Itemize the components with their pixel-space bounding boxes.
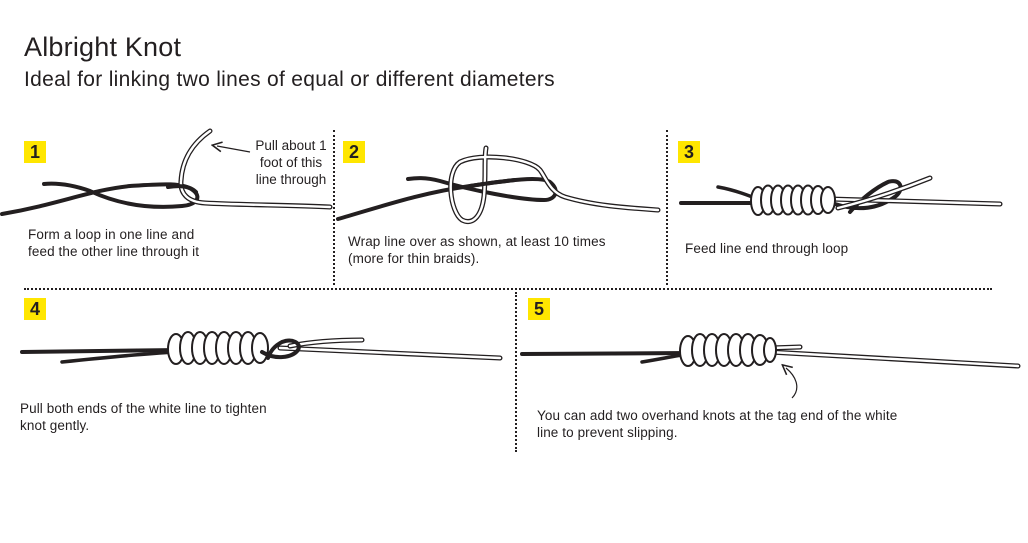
step-4-badge: 4 (24, 298, 46, 320)
step-5-caption: You can add two overhand knots at the ta… (537, 408, 898, 440)
step-1-illustration (0, 128, 333, 216)
page-title: Albright Knot (24, 32, 182, 62)
step-1-badge: 1 (24, 141, 46, 163)
step-2-caption: Wrap line over as shown, at least 10 tim… (348, 234, 606, 266)
step-5-illustration (520, 333, 1021, 399)
step-2-badge: 2 (343, 141, 365, 163)
step-3-illustration (679, 175, 1003, 216)
step-1-caption: Form a loop in one line and feed the oth… (28, 227, 200, 259)
step-4-illustration (20, 331, 503, 365)
page-subtitle: Ideal for linking two lines of equal or … (24, 68, 555, 91)
step-4-caption: Pull both ends of the white line to tigh… (20, 401, 267, 433)
divider-step2-step3 (666, 130, 668, 285)
divider-step4-step5 (515, 292, 517, 452)
divider-step1-step2 (333, 130, 335, 285)
step-3-caption: Feed line end through loop (685, 241, 849, 256)
step-2-illustration (336, 145, 661, 224)
step-1-note: Pull about 1 foot of this line through (255, 138, 327, 187)
step-3-badge: 3 (678, 141, 700, 163)
step-5-badge: 5 (528, 298, 550, 320)
divider-horizontal (24, 288, 992, 290)
